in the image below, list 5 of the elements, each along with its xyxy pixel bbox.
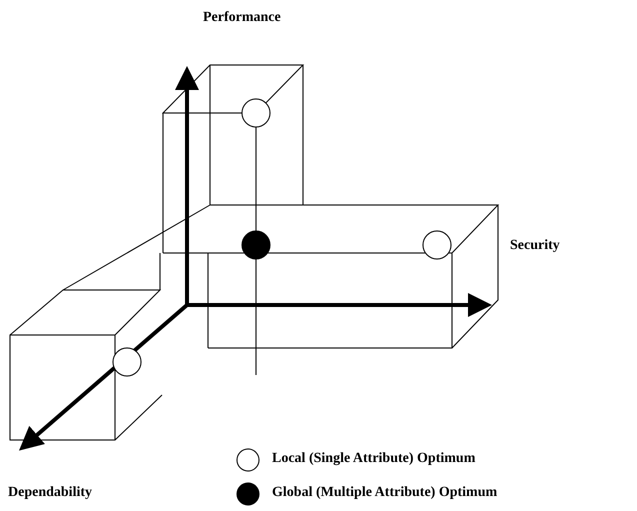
- legend-label: Local (Single Attribute) Optimum: [272, 451, 476, 467]
- axis-label: Security: [510, 238, 560, 254]
- axis-label: Dependability: [8, 485, 92, 501]
- legend-label: Global (Multiple Attribute) Optimum: [272, 485, 498, 501]
- axis-label: Performance: [203, 10, 281, 26]
